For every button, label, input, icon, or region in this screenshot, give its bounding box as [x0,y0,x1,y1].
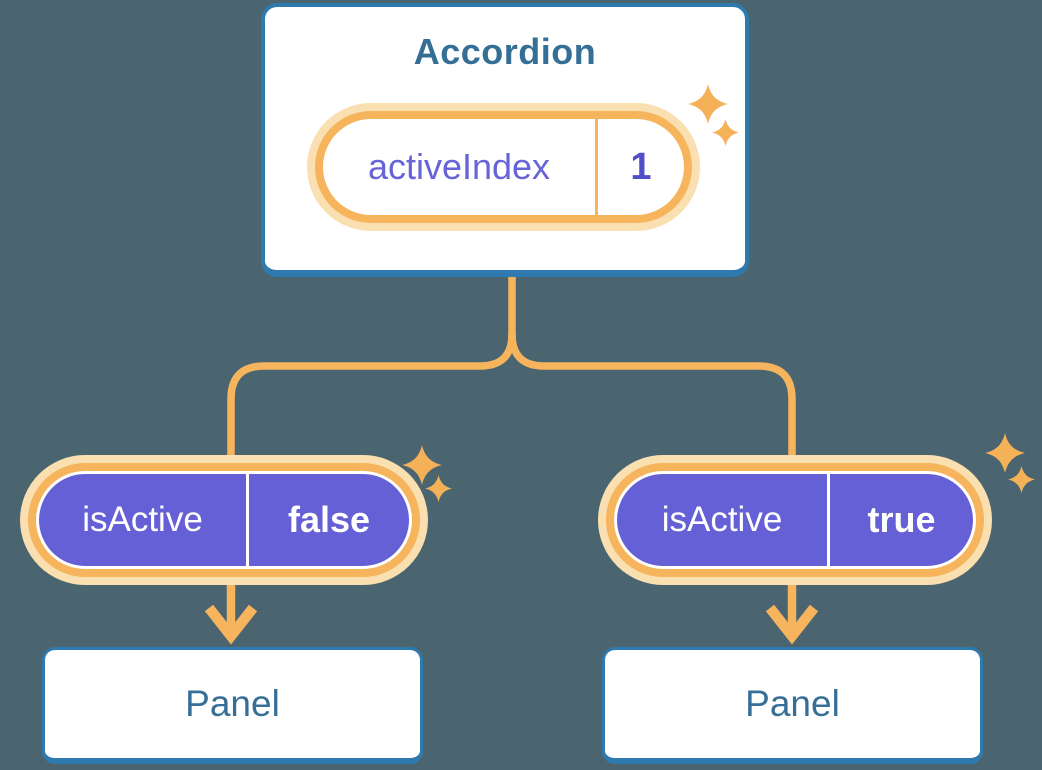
prop-label: isActive [661,500,783,539]
left-arrow-head [204,604,258,645]
right-branch-line [508,330,796,465]
prop-pill-isactive-true: isActive true [598,455,992,585]
prop-pill-core: isActive false [36,471,412,569]
state-pill-activeindex: activeIndex 1 [307,103,700,231]
prop-pill-ring: isActive false [28,463,420,577]
prop-value: true [867,499,936,540]
state-value: 1 [630,145,652,188]
state-pill-divider [595,119,598,215]
state-label: activeIndex [367,146,551,187]
panel-title: Panel [185,683,280,724]
right-arrow-head [765,604,819,645]
left-branch-line [227,330,516,465]
prop-pill-divider [246,474,249,566]
sparkle-icon [712,119,739,146]
prop-pill-isactive-false: isActive false [20,455,428,585]
sparkle-icon [425,475,452,502]
sparkle-icon [402,445,442,485]
prop-pill-core: isActive true [614,471,976,569]
state-pill-core: activeIndex 1 [323,119,684,215]
panel-card-right: Panel [602,647,983,764]
prop-value: false [287,499,371,540]
panel-title: Panel [745,683,840,724]
panel-card-left: Panel [42,647,423,764]
accordion-title: Accordion [413,31,597,72]
sparkle-icon [1008,466,1035,493]
sparkle-icon [985,433,1025,473]
prop-pill-ring: isActive true [606,463,984,577]
state-pill-ring: activeIndex 1 [315,111,692,223]
prop-pill-divider [827,474,830,566]
sparkle-icon [688,84,728,124]
prop-label: isActive [82,500,203,539]
accordion-card: Accordion activeIndex 1 [261,3,749,277]
